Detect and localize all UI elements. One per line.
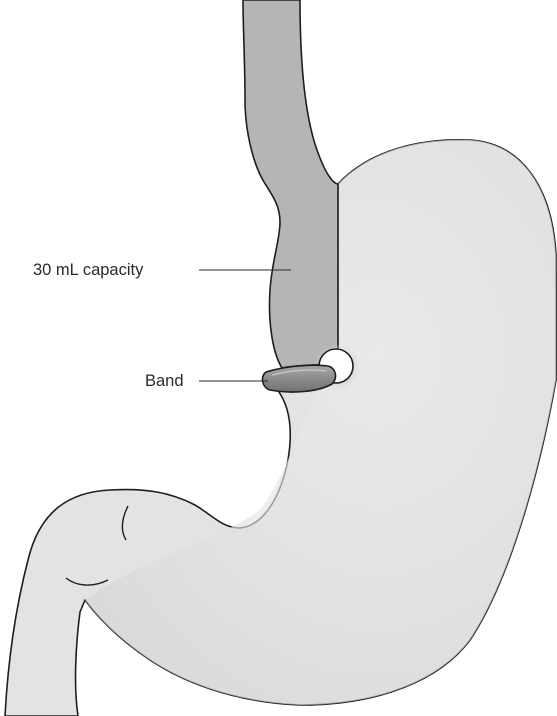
band-callout: Band (145, 372, 268, 390)
gastric-pouch (243, 0, 338, 368)
capacity-callout: 30 mL capacity (33, 261, 291, 279)
gastric-band (263, 365, 336, 392)
band-label: Band (145, 372, 184, 390)
capacity-label: 30 mL capacity (33, 261, 144, 279)
